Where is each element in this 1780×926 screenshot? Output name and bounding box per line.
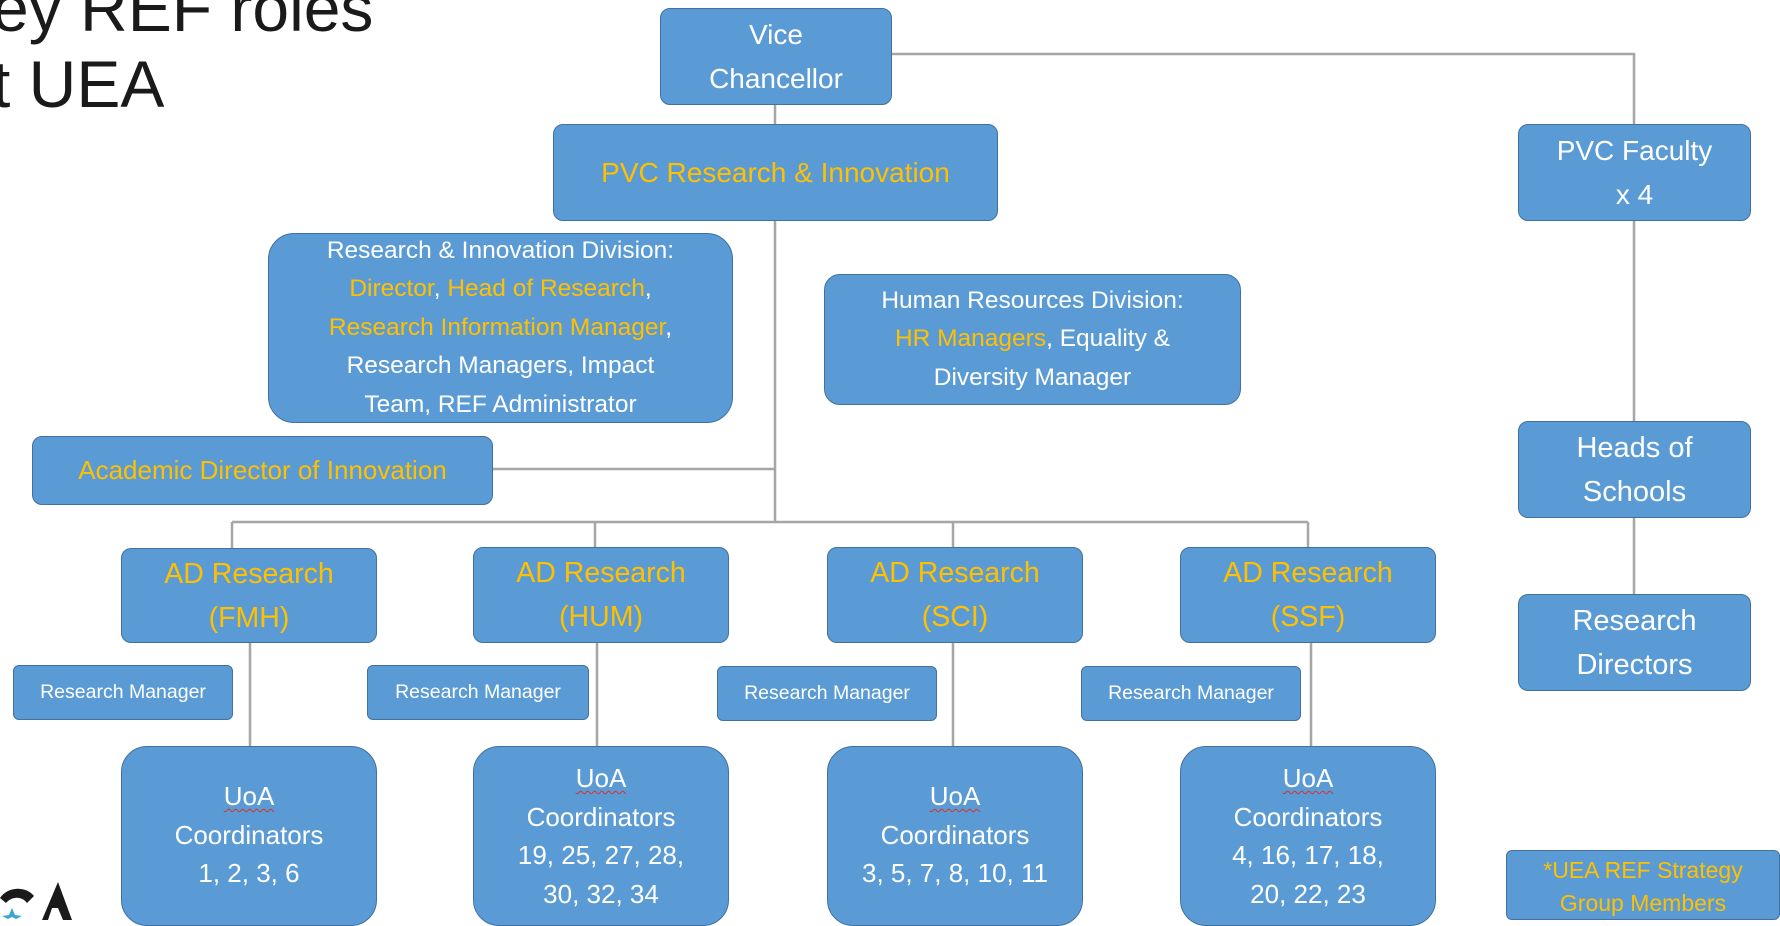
uoa-fmh-line-1: UoA (175, 777, 324, 816)
ri-division-line-3: Research Information Manager, (327, 309, 674, 348)
slide-title-line-2: t UEA (0, 47, 165, 121)
research-manager-hum-label: Research Manager (395, 681, 561, 703)
uoa-hum-line-1: UoA (518, 759, 684, 798)
hr-division-heading: Human Resources Division: (881, 286, 1184, 314)
uoa-sci-line-3: 3, 5, 7, 8, 10, 11 (862, 858, 1048, 888)
heads-of-schools-line-2: Schools (1582, 475, 1687, 508)
ri-division-line-2: Director, Head of Research, (327, 270, 674, 309)
uoa-sci-line-2: Coordinators (880, 819, 1030, 850)
ad-research-sci-line-2: (SCI) (921, 601, 989, 633)
hr-managers: HR Managers (894, 325, 1047, 353)
ri-division-line-5: Team, REF Administrator (364, 390, 637, 418)
ad-research-fmh-line-1: AD Research (164, 557, 334, 590)
ri-separator-2: , (644, 275, 652, 303)
research-manager-hum-box: Research Manager (367, 665, 589, 720)
research-manager-sci-box: Research Manager (717, 666, 937, 721)
research-directors-box: Research Directors (1518, 594, 1751, 691)
ad-research-sci-line-1: AD Research (870, 557, 1040, 589)
ad-research-ssf-box: AD Research (SSF) (1180, 547, 1436, 643)
slide-title: ey REF roles t UEA (0, 0, 373, 122)
hr-division-line-3: Diversity Manager (933, 363, 1132, 391)
logo-letterform-a (42, 882, 72, 920)
ad-research-hum-line-2: (HUM) (559, 601, 643, 633)
hr-division-line-2: HR Managers, Equality & (881, 320, 1183, 359)
uoa-fmh-line-2: Coordinators (174, 819, 324, 850)
ri-director: Director (349, 275, 434, 303)
logo-letterform (0, 888, 34, 903)
research-manager-sci-label: Research Manager (744, 682, 910, 704)
uoa-ssf-line-1: UoA (1232, 759, 1384, 798)
academic-director-innovation-box: Academic Director of Innovation (32, 436, 493, 505)
heads-of-schools-line-1: Heads of (1576, 431, 1693, 464)
uoa-sci-word-uoa: UoA (929, 781, 981, 811)
uoa-hum-line-3: 19, 25, 27, 28, (517, 840, 685, 870)
ad-research-hum-box: AD Research (HUM) (473, 547, 729, 643)
ad-research-fmh-box: AD Research (FMH) (121, 548, 377, 643)
logo-star-mark (2, 908, 22, 920)
vice-chancellor-box: Vice Chancellor (660, 8, 892, 105)
ri-separator-3: , (665, 313, 673, 341)
ref-strategy-group-legend-box: *UEA REF Strategy Group Members (1506, 850, 1780, 920)
pvc-research-innovation-box: PVC Research & Innovation (553, 124, 998, 221)
uoa-fmh-line-3: 1, 2, 3, 6 (198, 858, 300, 888)
human-resources-division-box: Human Resources Division: HR Managers, E… (824, 274, 1241, 405)
ri-division-line-4: Research Managers, Impact (346, 352, 655, 380)
pvc-faculty-line-1: PVC Faculty (1556, 134, 1713, 166)
academic-director-innovation-label: Academic Director of Innovation (78, 455, 447, 485)
uoa-fmh-word-uoa: UoA (223, 781, 275, 811)
ri-head-of-research: Head of Research (447, 275, 645, 303)
pvc-faculty-box: PVC Faculty x 4 (1518, 124, 1751, 221)
research-manager-ssf-label: Research Manager (1108, 682, 1274, 704)
uoa-hum-word-uoa: UoA (575, 763, 627, 793)
heads-of-schools-box: Heads of Schools (1518, 421, 1751, 518)
uea-logo-fragment (0, 882, 72, 920)
research-manager-ssf-box: Research Manager (1081, 666, 1301, 721)
connector-vc-to-pvc-faculty (892, 52, 1636, 124)
uoa-coordinators-ssf-box: UoA Coordinators 4, 16, 17, 18, 20, 22, … (1180, 746, 1436, 926)
research-directors-line-2: Directors (1576, 648, 1693, 681)
hr-division-line-2-rest: , Equality & (1046, 325, 1171, 353)
vice-chancellor-line-1: Vice (749, 18, 803, 50)
ri-division-heading: Research & Innovation Division: (326, 236, 675, 264)
legend-line-2: Group Members (1559, 890, 1727, 916)
uoa-hum-line-2: Coordinators (526, 801, 676, 832)
research-manager-fmh-label: Research Manager (40, 681, 206, 703)
uoa-ssf-line-3: 4, 16, 17, 18, (1232, 840, 1384, 870)
research-directors-line-1: Research (1572, 604, 1697, 637)
ad-research-sci-box: AD Research (SCI) (827, 547, 1083, 643)
ad-research-ssf-line-1: AD Research (1223, 557, 1393, 589)
uoa-ssf-line-4: 20, 22, 23 (1250, 878, 1366, 909)
uoa-coordinators-sci-box: UoA Coordinators 3, 5, 7, 8, 10, 11 (827, 746, 1083, 926)
uoa-ssf-line-2: Coordinators (1233, 801, 1383, 832)
research-manager-fmh-box: Research Manager (13, 665, 233, 720)
uoa-sci-line-1: UoA (862, 777, 1048, 816)
research-innovation-division-box: Research & Innovation Division: Director… (268, 233, 733, 423)
ad-research-hum-line-1: AD Research (516, 557, 686, 589)
ri-separator-1: , (433, 275, 448, 303)
vice-chancellor-line-2: Chancellor (709, 62, 843, 94)
uoa-coordinators-hum-box: UoA Coordinators 19, 25, 27, 28, 30, 32,… (473, 746, 729, 926)
uoa-hum-line-4: 30, 32, 34 (543, 878, 659, 909)
ri-research-information-manager: Research Information Manager (328, 313, 666, 341)
pvc-research-innovation-label: PVC Research & Innovation (601, 156, 950, 188)
uoa-ssf-word-uoa: UoA (1282, 763, 1334, 793)
pvc-faculty-line-2: x 4 (1615, 178, 1654, 210)
uoa-coordinators-fmh-box: UoA Coordinators 1, 2, 3, 6 (121, 746, 377, 926)
ad-research-fmh-line-2: (FMH) (208, 601, 290, 634)
legend-line-1: *UEA REF Strategy (1543, 857, 1743, 883)
slide-title-line-1: ey REF roles (0, 0, 374, 45)
ad-research-ssf-line-2: (SSF) (1270, 601, 1346, 633)
